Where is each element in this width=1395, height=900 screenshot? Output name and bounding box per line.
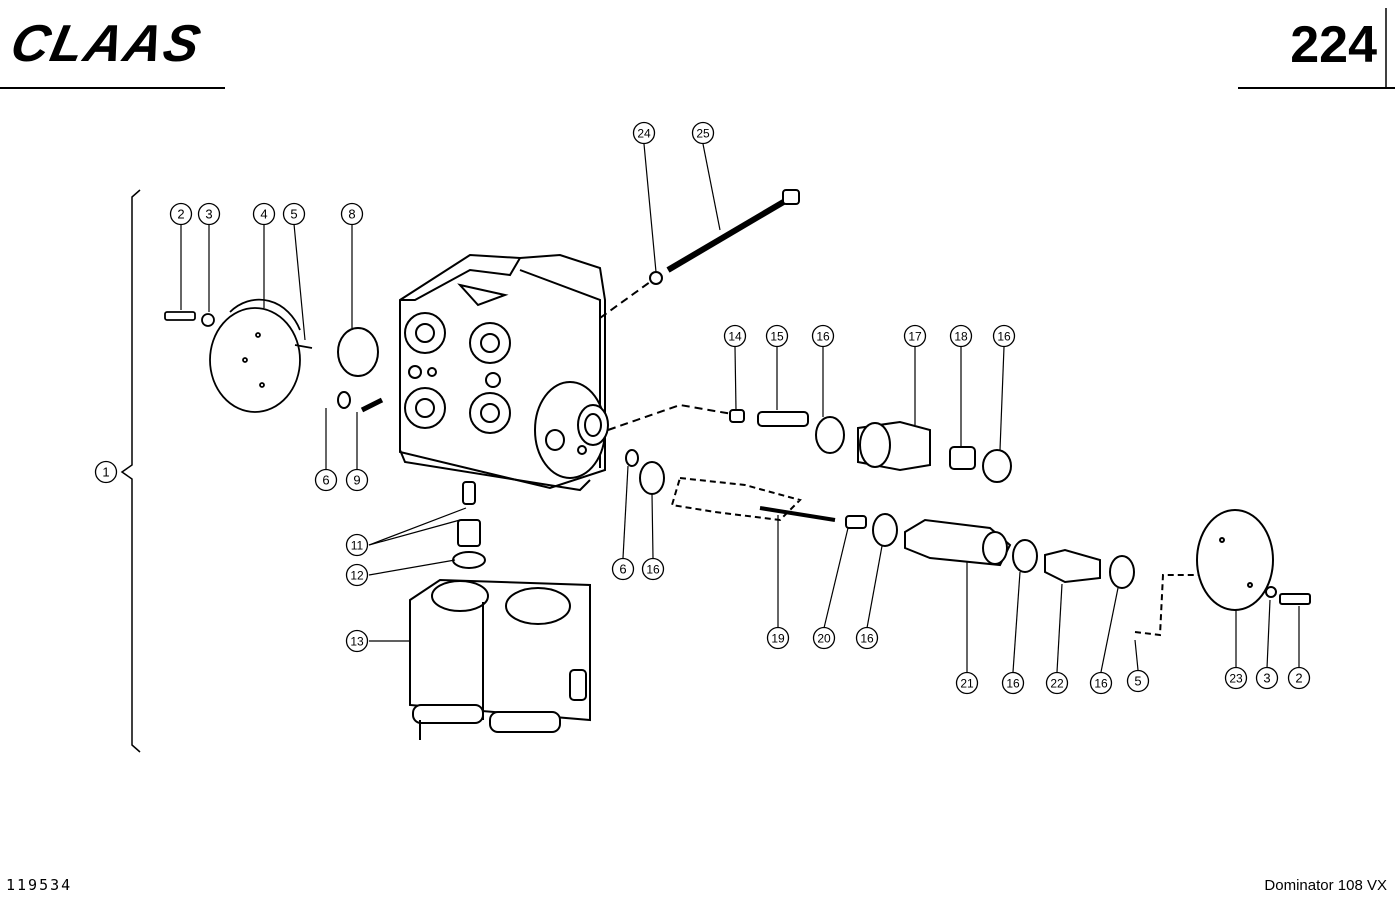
callout-label: 16 — [1006, 677, 1020, 691]
callout-label: 5 — [290, 207, 297, 222]
callout-circle — [345, 468, 369, 492]
callout-circle — [765, 324, 789, 348]
callout-circle — [811, 324, 835, 348]
callout-label: 6 — [619, 562, 626, 577]
callout-label: 11 — [351, 539, 364, 553]
valve-housing — [399, 253, 609, 492]
drawing-number: 119534 — [6, 876, 73, 894]
callout-circle — [766, 626, 790, 650]
callout-circle — [955, 671, 979, 695]
callout-label: 12 — [350, 569, 364, 583]
callout-circle — [1224, 666, 1248, 690]
left-cover-group — [164, 298, 313, 413]
callout-circle — [197, 202, 221, 226]
callout-circle — [282, 202, 306, 226]
callout-circle — [1126, 669, 1150, 693]
callout-circle — [903, 324, 927, 348]
callout-circle — [611, 557, 635, 581]
callout-label: 16 — [997, 330, 1011, 344]
callout-label: 3 — [205, 207, 212, 222]
callout-label: 22 — [1050, 677, 1064, 691]
callout-label: 13 — [350, 635, 364, 649]
solenoid-block — [409, 481, 591, 740]
callout-label: 18 — [954, 330, 968, 344]
callout-circle — [345, 629, 369, 653]
callout-label: 17 — [908, 330, 922, 344]
callout-circle — [949, 324, 973, 348]
callout-label: 5 — [1134, 674, 1141, 689]
callout-circle — [252, 202, 276, 226]
callout-circle — [812, 626, 836, 650]
callout-label: 16 — [1094, 677, 1108, 691]
tie-rod — [599, 189, 800, 319]
page-number: 224 — [1290, 16, 1377, 74]
callout-circle — [632, 121, 656, 145]
machine-model: Dominator 108 VX — [1264, 877, 1387, 894]
callout-circle — [1001, 671, 1025, 695]
callout-label: 2 — [177, 207, 184, 222]
callout-label: 14 — [728, 330, 742, 344]
callout-label: 15 — [770, 330, 784, 344]
callout-circle — [641, 557, 665, 581]
callout-label: 2 — [1295, 671, 1302, 686]
callout-label: 1 — [102, 465, 109, 480]
callout-label: 16 — [860, 632, 874, 646]
callout-circle — [992, 324, 1016, 348]
callout-label: 24 — [637, 127, 651, 141]
callout-circle — [345, 533, 369, 557]
callout-label: 6 — [322, 473, 329, 488]
callout-circle — [340, 202, 364, 226]
callout-circle — [691, 121, 715, 145]
callout-circle — [723, 324, 747, 348]
callout-circle — [314, 468, 338, 492]
callout-circle — [855, 626, 879, 650]
callout-label: 23 — [1229, 672, 1243, 686]
lower-spool-row — [625, 449, 1311, 637]
callout-label: 16 — [646, 563, 660, 577]
upper-spool-row — [607, 403, 1012, 483]
callout-circle — [1089, 671, 1113, 695]
left-seals — [337, 327, 384, 413]
callout-circle — [1287, 666, 1311, 690]
assembly-bracket — [120, 189, 141, 753]
callout-label: 8 — [348, 207, 355, 222]
callout-circle — [1045, 671, 1069, 695]
callout-label: 9 — [353, 473, 360, 488]
callout-label: 20 — [817, 632, 831, 646]
leader-lines — [180, 143, 1300, 673]
callout-circle — [345, 563, 369, 587]
callout-label: 4 — [260, 207, 267, 222]
callout-label: 3 — [1263, 671, 1270, 686]
callout-circle — [169, 202, 193, 226]
callout-label: 19 — [771, 632, 785, 646]
callout-circle — [94, 460, 118, 484]
callout-circle — [1255, 666, 1279, 690]
callout-label: 21 — [960, 677, 974, 691]
callout-label: 16 — [816, 330, 830, 344]
callout-label: 25 — [696, 127, 710, 141]
